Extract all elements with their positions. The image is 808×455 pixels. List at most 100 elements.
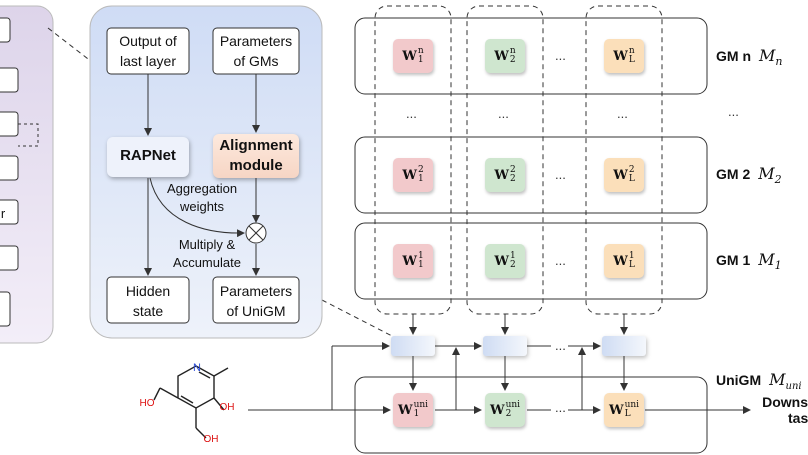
rapnet-box: RAPNet [120,147,176,164]
unigm-m: M [769,370,786,389]
gm-1-row [354,222,708,300]
gm-1-symbol: M1 [758,250,782,273]
w-sup: 2 [417,165,424,175]
w-sup: uni [413,400,429,410]
gm-1-m: M [758,250,775,269]
gm-1-sub: 1 [774,259,782,273]
ellipsis-gm-n: ... [555,48,566,63]
hidden-state-line1: Hidden [125,283,171,299]
w-letter: W [397,402,413,418]
gm-2-sub: 2 [774,173,782,187]
w-sub: 1 [417,260,424,270]
multiply-accumulate-label: Multiply & Accumulate [166,236,248,272]
w-sub: 2 [509,260,516,270]
gm-n-m: M [759,46,776,65]
ellipsis-colL: ... [617,106,628,121]
ellipsis-gm-2: ... [555,167,566,182]
downstream-line1: Downs [762,394,808,410]
alignment-line2: module [229,157,283,174]
alignment-module-box: Alignment module [213,136,299,176]
w-sub: L [624,409,631,419]
w-sub: 2 [509,174,516,184]
gm-2-symbol: M2 [758,164,782,187]
w-sup: uni [624,400,640,410]
w-letter: W [613,167,628,183]
parameters-gms-box: Parameters of GMs [213,31,299,71]
w-letter: W [608,402,624,418]
w-sup: n [628,46,635,56]
ellipsis-gm-1: ... [555,253,566,268]
w-letter: W [613,48,628,64]
unigm-sub: uni [785,381,802,393]
parameters-unigm-line1: Parameters [219,283,293,299]
downstream-label: Downs tas [758,394,808,426]
parameters-gms-line1: Parameters [219,33,293,49]
w-letter: W [402,48,417,64]
parameters-unigm-box: Parameters of UniGM [213,281,299,321]
ellipsis-labels: ... [728,104,739,119]
w-sup: 2 [628,165,635,175]
multiply-line2: Accumulate [173,255,241,270]
downstream-line2: tas [788,410,808,426]
atom-n-label: N [193,362,201,374]
gm-n-symbol: Mn [759,46,783,69]
aggregation-weights-label: Aggregation weights [156,180,248,216]
parameters-unigm-line2: of UniGM [226,303,286,319]
w-sup: 1 [509,251,516,261]
unigm-row [354,376,708,454]
w-sup: uni [505,400,521,410]
adapter-L [602,336,646,356]
ellipsis-adapter: ... [555,338,566,353]
w-letter: W [494,48,509,64]
w-sup: 1 [417,251,424,261]
ellipsis-col2: ... [498,106,509,121]
w-sub: 2 [509,55,516,65]
w-sup: n [417,46,424,56]
gm-2-row [354,136,708,214]
w-sup: 2 [509,165,516,175]
aggregation-line2: weights [179,199,225,214]
multiply-line1: Multiply & [178,237,236,252]
w-letter: W [489,402,505,418]
hidden-state-line2: state [132,303,164,319]
gm-2-m: M [758,164,775,183]
w-sub: L [628,260,635,270]
gm-n-sub: n [775,55,783,69]
aggregation-line1: Aggregation [166,181,238,196]
atom-oh-bottom-label: OH [203,434,219,445]
gm-n-row [354,17,708,95]
w-letter: W [494,253,509,269]
w-sup: 1 [628,251,635,261]
w-sub: L [628,55,635,65]
w-sup: n [509,46,516,56]
adapter-2 [483,336,527,356]
adapter-1 [391,336,435,356]
w-letter: W [402,253,417,269]
parameters-gms-line2: of GMs [233,53,279,69]
w-letter: W [613,253,628,269]
atom-ho-left-label: HO [139,398,155,409]
w-sub: 1 [417,174,424,184]
sidebar-letter: r [0,206,6,221]
output-last-layer-line1: Output of [119,33,177,49]
output-last-layer-line2: last layer [119,53,177,69]
rapnet-panel [89,5,323,339]
w-sub: 1 [413,409,420,419]
ellipsis-col1: ... [406,106,417,121]
alignment-line1: Alignment [219,137,293,154]
